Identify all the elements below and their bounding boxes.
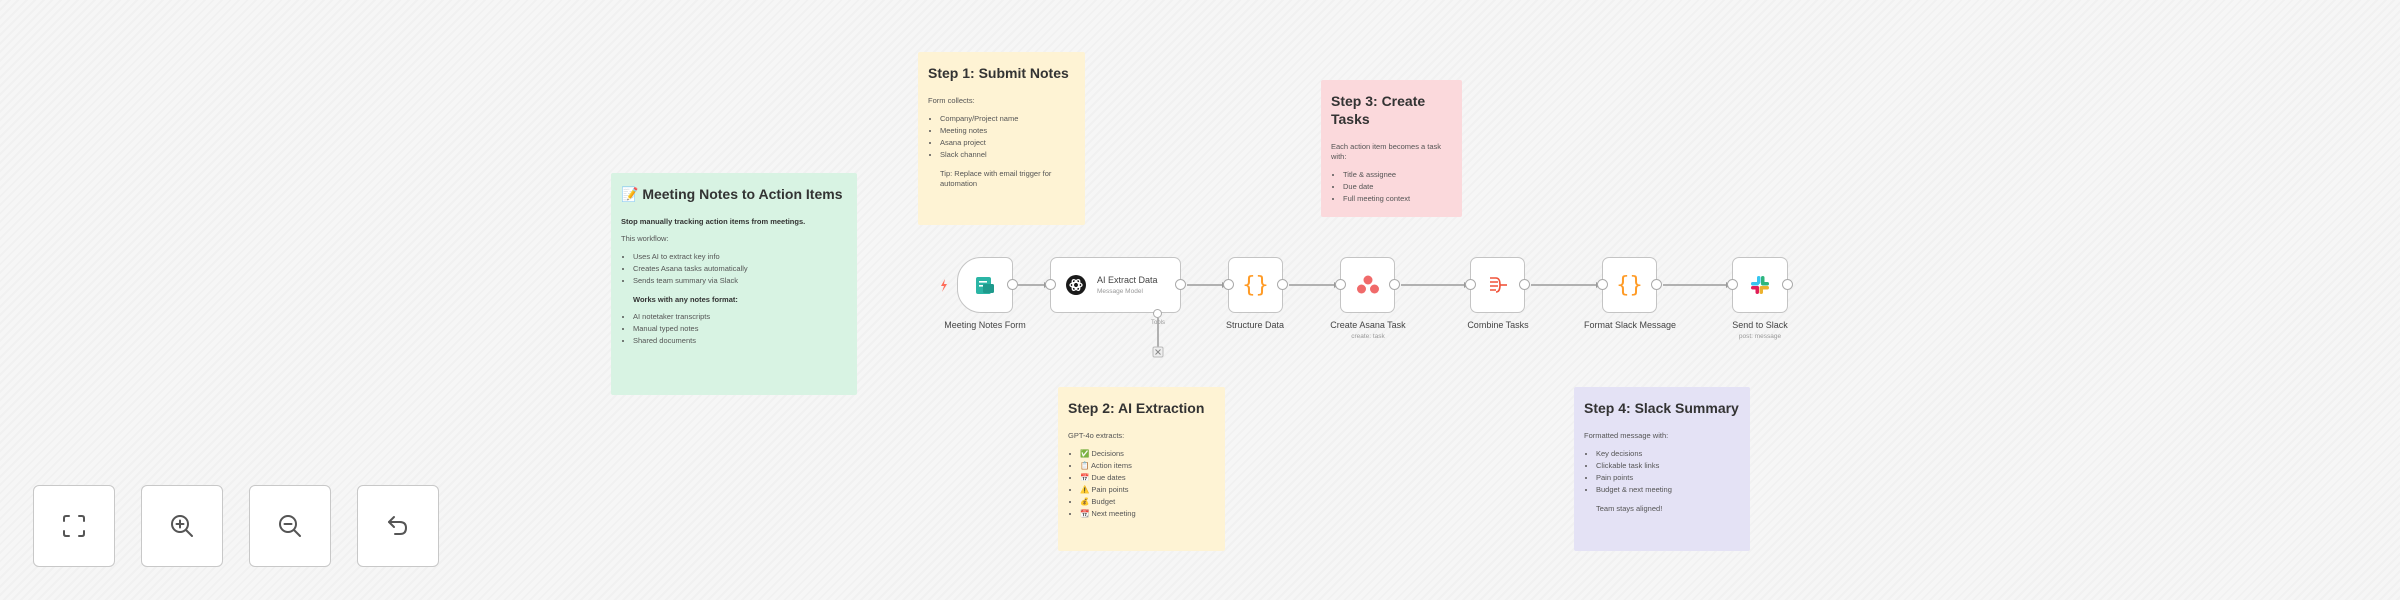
sticky-title: Step 3: Create Tasks — [1331, 93, 1426, 128]
list-item: Key decisions — [1596, 448, 1740, 460]
sticky-text: This workflow: — [621, 233, 669, 243]
list-item: 📆 Next meeting — [1080, 508, 1215, 520]
zoom-out-icon — [279, 515, 301, 537]
undo-icon — [388, 516, 407, 535]
output-port[interactable] — [1389, 279, 1400, 290]
sticky-title: 📝 Meeting Notes to Action Items — [621, 186, 843, 202]
list-item: 📅 Due dates — [1080, 472, 1215, 484]
node-structure-data[interactable]: {} — [1223, 257, 1288, 313]
sticky-list: Uses AI to extract key infoCreates Asana… — [621, 251, 847, 287]
sticky-title: Step 1: Submit Notes — [928, 65, 1069, 81]
node-subtitle: Message Model — [1097, 288, 1143, 295]
node-format-slack-message[interactable]: {} — [1597, 257, 1662, 313]
list-item: Creates Asana tasks automatically — [633, 263, 847, 275]
input-port[interactable] — [1465, 279, 1476, 290]
sticky-list: Company/Project nameMeeting notesAsana p… — [928, 113, 1075, 161]
list-item: Due date — [1343, 181, 1452, 193]
output-port[interactable] — [1519, 279, 1530, 290]
output-port[interactable] — [1175, 279, 1186, 290]
list-item: 📋 Action items — [1080, 460, 1215, 472]
list-item: ⚠️ Pain points — [1080, 484, 1215, 496]
openai-icon — [1066, 275, 1086, 295]
list-item: Shared documents — [633, 335, 847, 347]
list-item: ✅ Decisions — [1080, 448, 1215, 460]
node-label: Format Slack Message — [1583, 320, 1677, 330]
list-item: Pain points — [1596, 472, 1740, 484]
list-item: Meeting notes — [940, 125, 1075, 137]
node-label: AI Extract Data — [1097, 275, 1158, 285]
sticky-list: AI notetaker transcriptsManual typed not… — [621, 311, 847, 347]
list-item: Budget & next meeting — [1596, 484, 1740, 496]
node-ai-extract-data[interactable]: AI Extract Data Message Model — [1045, 257, 1186, 318]
list-item: Asana project — [940, 137, 1075, 149]
sticky-note-step1[interactable]: Step 1: Submit Notes Form collects: Comp… — [918, 52, 1085, 225]
list-item: 💰 Budget — [1080, 496, 1215, 508]
input-port[interactable] — [1335, 279, 1346, 290]
input-port[interactable] — [1045, 279, 1056, 290]
output-port[interactable] — [1277, 279, 1288, 290]
sticky-note-step4[interactable]: Step 4: Slack Summary Formatted message … — [1574, 387, 1750, 551]
input-port[interactable] — [1597, 279, 1608, 290]
list-item: Sends team summary via Slack — [633, 275, 847, 287]
sticky-note-step3[interactable]: Step 3: Create Tasks Each action item be… — [1321, 80, 1462, 217]
node-send-to-slack[interactable] — [1727, 257, 1793, 313]
add-tool-button[interactable] — [1152, 346, 1164, 358]
input-port[interactable] — [1727, 279, 1738, 290]
slack-icon — [1751, 276, 1769, 294]
fit-view-button[interactable] — [33, 485, 115, 567]
trigger-bolt-icon — [941, 279, 947, 292]
sticky-text: Works with any notes format: — [633, 294, 738, 304]
zoom-out-button[interactable] — [249, 485, 331, 567]
fit-view-icon — [63, 515, 85, 537]
node-label: Send to Slack — [1732, 320, 1788, 330]
node-subtitle: post: message — [1738, 333, 1782, 340]
aggregate-icon — [1489, 277, 1507, 293]
code-braces-icon: {} — [1616, 272, 1643, 298]
node-create-asana-task[interactable] — [1335, 257, 1400, 313]
list-item: Clickable task links — [1596, 460, 1740, 472]
sticky-outro: Team stays aligned! — [1596, 503, 1663, 513]
output-port[interactable] — [1782, 279, 1793, 290]
sticky-intro: Each action item becomes a task with: — [1331, 142, 1442, 162]
node-meeting-notes-form[interactable] — [957, 257, 1018, 313]
tools-port[interactable] — [1153, 309, 1162, 318]
node-combine-tasks[interactable] — [1465, 257, 1530, 313]
code-braces-icon: {} — [1242, 272, 1269, 298]
sticky-tip: Tip: Replace with email trigger for auto… — [940, 168, 1052, 188]
sticky-intro: Stop manually tracking action items from… — [621, 217, 806, 227]
node-label: Combine Tasks — [1467, 320, 1529, 330]
input-port[interactable] — [1223, 279, 1234, 290]
sticky-title: Step 4: Slack Summary — [1584, 400, 1739, 416]
sticky-list: Key decisionsClickable task linksPain po… — [1584, 448, 1740, 496]
sticky-note-step2[interactable]: Step 2: AI Extraction GPT-4o extracts: ✅… — [1058, 387, 1225, 551]
sticky-title: Step 2: AI Extraction — [1068, 400, 1205, 416]
zoom-in-icon — [171, 515, 193, 537]
form-icon — [976, 277, 994, 294]
zoom-in-button[interactable] — [141, 485, 223, 567]
list-item: Manual typed notes — [633, 323, 847, 335]
list-item: AI notetaker transcripts — [633, 311, 847, 323]
sticky-list: Title & assigneeDue dateFull meeting con… — [1331, 169, 1452, 205]
node-label: Structure Data — [1225, 320, 1285, 330]
tools-label: Tools — [1150, 320, 1165, 326]
output-port[interactable] — [1651, 279, 1662, 290]
list-item: Title & assignee — [1343, 169, 1452, 181]
node-label: Create Asana Task — [1330, 320, 1406, 330]
reset-zoom-button[interactable] — [357, 485, 439, 567]
node-label: Meeting Notes Form — [944, 320, 1026, 330]
sticky-list: ✅ Decisions📋 Action items📅 Due dates⚠️ P… — [1068, 448, 1215, 520]
sticky-intro: Formatted message with: — [1584, 431, 1669, 441]
node-subtitle: create: task — [1351, 333, 1385, 340]
output-port[interactable] — [1007, 279, 1018, 290]
list-item: Slack channel — [940, 149, 1075, 161]
list-item: Full meeting context — [1343, 193, 1452, 205]
sticky-intro: Form collects: — [928, 96, 975, 106]
sticky-intro: GPT-4o extracts: — [1068, 431, 1125, 441]
asana-icon — [1356, 275, 1379, 294]
list-item: Company/Project name — [940, 113, 1075, 125]
list-item: Uses AI to extract key info — [633, 251, 847, 263]
sticky-note-overview[interactable]: 📝 Meeting Notes to Action Items Stop man… — [611, 173, 857, 395]
